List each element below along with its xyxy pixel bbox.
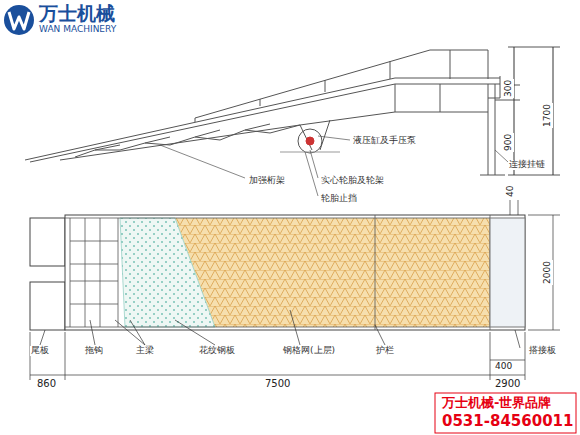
contact-frame bbox=[435, 393, 576, 433]
logo-name: 万士机械 bbox=[38, 3, 116, 24]
dimension: 900 bbox=[504, 133, 514, 152]
side-view bbox=[25, 47, 560, 175]
part-label: 实心轮胎及轮架 bbox=[320, 176, 385, 186]
part-label: 连接挂链 bbox=[508, 160, 546, 170]
logo-icon bbox=[4, 5, 34, 35]
part-label: 钢格网(上层) bbox=[282, 346, 336, 356]
slogan: 万士机械-世界品牌 bbox=[441, 396, 552, 410]
logo-english: WAN MACHINERY bbox=[38, 25, 117, 35]
part-label: 轮胎止挡 bbox=[320, 194, 358, 204]
phone-number: 0531-84560011 bbox=[441, 413, 574, 430]
dimension: 40 bbox=[506, 185, 516, 198]
dimension: 860 bbox=[36, 378, 57, 389]
dimension: 2000 bbox=[543, 260, 553, 285]
part-label: 花纹钢板 bbox=[198, 346, 236, 356]
dimension: 300 bbox=[504, 79, 514, 98]
part-label: 加强桁架 bbox=[248, 176, 286, 186]
dimension: 400 bbox=[494, 362, 513, 372]
dimension: 7500 bbox=[264, 378, 291, 389]
part-label: 液压缸及手压泵 bbox=[352, 136, 417, 146]
part-label: 主梁 bbox=[135, 346, 155, 356]
part-label: 尾板 bbox=[30, 346, 50, 356]
dimension: 2900 bbox=[494, 378, 521, 389]
part-label: 搭接板 bbox=[528, 346, 557, 356]
leader-lines bbox=[160, 136, 508, 196]
part-label: 拖钩 bbox=[84, 346, 104, 356]
dimension-lines bbox=[30, 200, 560, 380]
dimension: 1700 bbox=[543, 103, 553, 128]
part-label: 护栏 bbox=[375, 346, 395, 356]
top-view bbox=[30, 215, 525, 330]
